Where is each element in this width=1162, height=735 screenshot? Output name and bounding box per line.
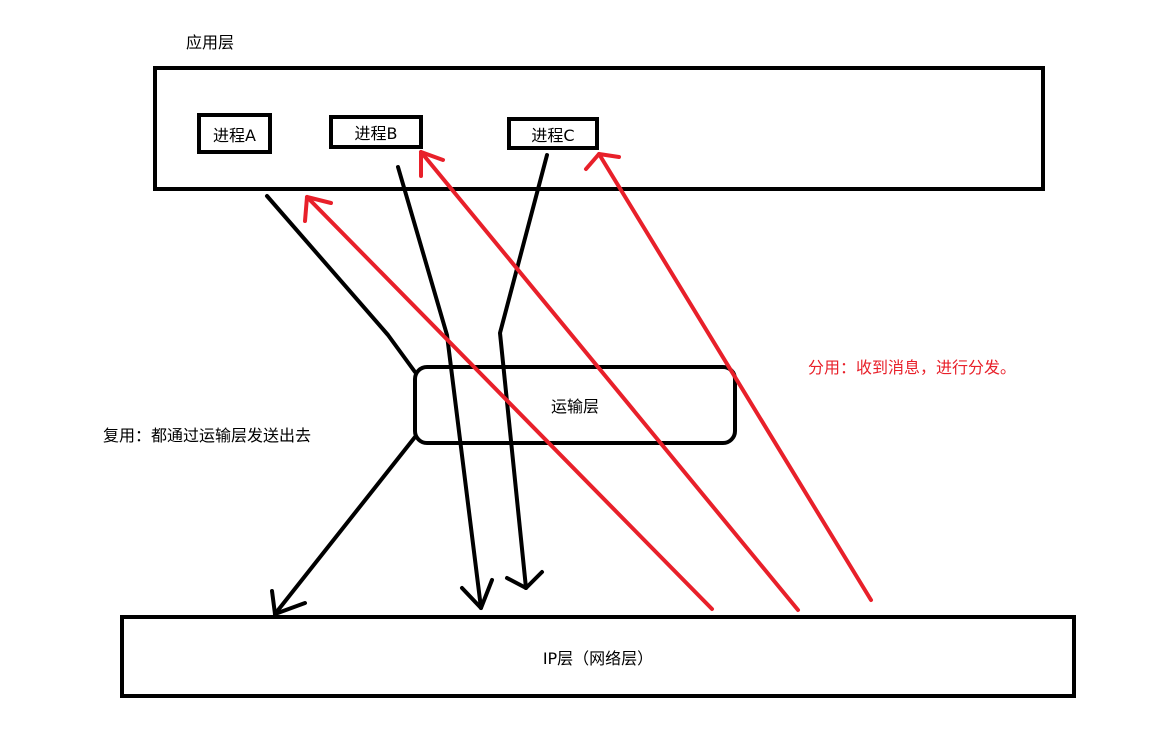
arrow-process-a-to-ip	[265, 194, 417, 374]
app-layer-box	[153, 66, 1045, 191]
app-layer-label: 应用层	[186, 33, 235, 52]
red-arrow-ip-to-b	[419, 150, 800, 612]
process-b-box: 进程B	[329, 115, 423, 149]
process-a-box: 进程A	[197, 113, 272, 154]
ip-layer-box: IP层（网络层）	[120, 615, 1076, 698]
red-arrowhead-b	[419, 150, 445, 178]
multiplex-note: 复用：都通过运输层发送出去	[103, 426, 312, 445]
arrowhead-a	[270, 589, 307, 616]
arrowhead-b	[460, 578, 494, 610]
red-arrow-ip-to-a	[305, 195, 714, 611]
demultiplex-note: 分用：收到消息，进行分发。	[808, 358, 1017, 377]
red-arrowhead-a	[303, 195, 333, 223]
arrow-transport-to-ip	[273, 435, 417, 616]
process-c-box: 进程C	[507, 117, 599, 150]
arrowhead-c	[505, 570, 544, 590]
arrow-process-c-to-ip	[498, 153, 549, 590]
transport-layer-box: 运输层	[413, 365, 737, 445]
arrow-process-b-to-ip	[396, 165, 483, 610]
red-arrowhead-c	[584, 152, 621, 171]
red-arrow-ip-to-c	[597, 152, 873, 602]
